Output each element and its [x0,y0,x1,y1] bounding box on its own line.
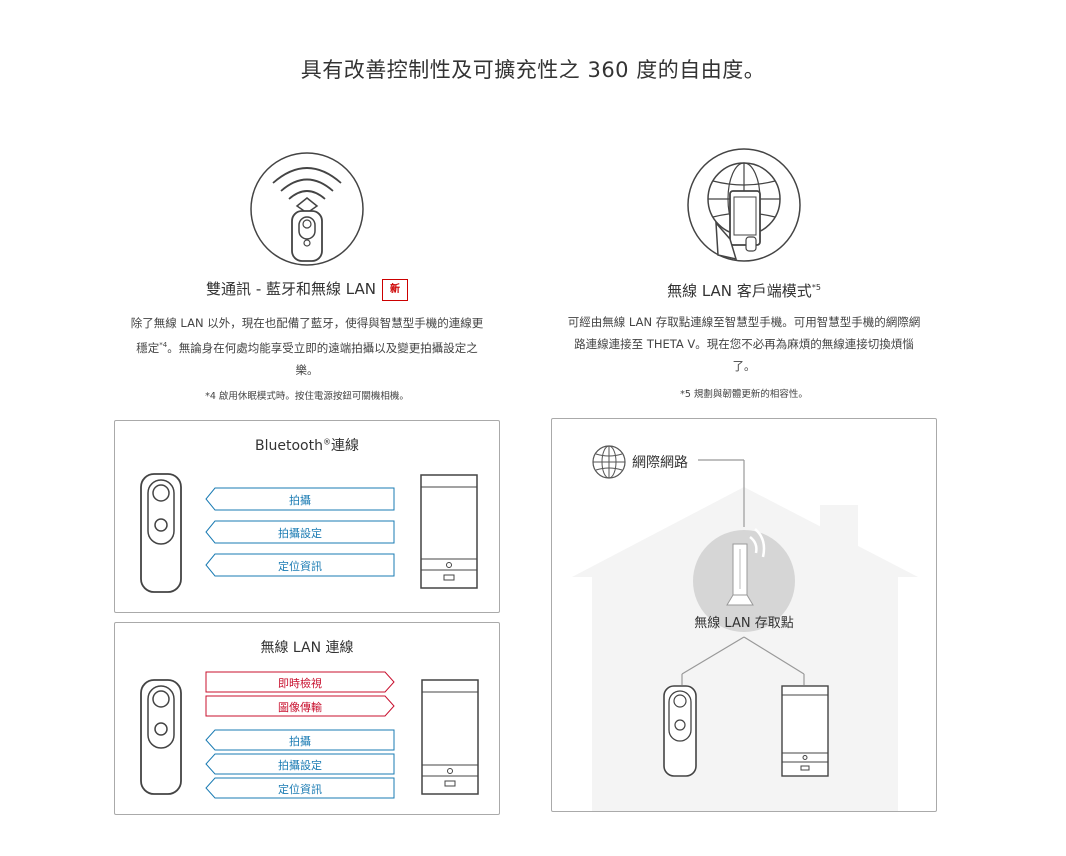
wlan-red-item-label: 即時檢視 [278,677,322,690]
wlan-red-item-label: 圖像傳輸 [278,701,322,714]
smartphone-icon [421,679,479,795]
globe-phone-icon [687,148,801,262]
desc-line: 除了無線 LAN 以外，現在也配備了藍牙，使得與智慧型手機的連線更 [130,316,484,330]
bluetooth-box: Bluetooth®連線 拍攝 拍攝設定 定位資訊 [114,420,500,613]
desc-line: 可經由無線 LAN 存取點連線至智慧型手機。可用智慧型手機的網際網 [567,315,921,329]
wlan-box-title: 無線 LAN 連線 [260,640,354,656]
arrow-location [205,553,395,577]
new-badge: 新 [381,278,408,301]
registered-mark: ® [322,437,331,447]
feature-title-client: 無線 LAN 客戶端模式*5 [551,280,937,301]
bt-item-label: 拍攝 [289,494,311,507]
desc-line: 樂。 [295,362,319,377]
feature-desc-client: 可經由無線 LAN 存取點連線至智慧型手機。可用智慧型手機的網際網 路連線連接至… [538,311,950,377]
desc-line: 穩定*4。無論身在何處均能享受立即的遠端拍攝以及變更拍攝設定之 [100,334,514,359]
camera-icon [663,685,697,777]
access-point-label: 無線 LAN 存取點 [694,616,794,631]
footnote-marker: *5 [811,283,821,292]
arrow-location [205,777,395,799]
feature-desc-dual: 除了無線 LAN 以外，現在也配備了藍牙，使得與智慧型手機的連線更 穩定*4。無… [100,312,514,381]
smartphone-icon [781,685,829,777]
desc-line: 了。 [732,359,756,373]
arrow-shooting [205,487,395,511]
feature-title-text: 雙通訊 - 藍牙和無線 LAN [206,280,376,298]
arrow-shooting-settings [205,520,395,544]
globe-icon [592,445,626,479]
client-mode-box: 網際網路 無線 LAN 存取點 [551,418,937,812]
bt-item-label: 拍攝設定 [278,527,322,540]
bluetooth-box-title: Bluetooth®連線 [115,435,499,455]
wlan-blue-item-label: 拍攝設定 [278,759,322,772]
desc-line: 路連線連接至 THETA V。現在您不必再為麻煩的無線連接切換煩惱 [574,337,914,351]
camera-icon [140,473,182,593]
feature-title-dual: 雙通訊 - 藍牙和無線 LAN 新 [114,278,500,301]
arrow-shooting-settings [205,753,395,775]
internet-label: 網際網路 [632,455,688,471]
feature-title-text: 無線 LAN 客戶端模式 [667,282,812,300]
camera-icon [140,679,182,795]
wlan-box: 無線 LAN 連線 即時檢視 圖像傳輸 拍攝 拍攝設定 定位資訊 [114,622,500,815]
box-title-suffix: 連線 [330,438,359,454]
footnote-4: *4 啟用休眠模式時。按住電源按鈕可關機相機。 [205,391,409,402]
wlan-blue-item-label: 拍攝 [289,735,311,748]
wlan-blue-item-label: 定位資訊 [278,783,322,796]
smartphone-icon [420,474,478,589]
page-title: 具有改善控制性及可擴充性之 360 度的自由度。 [300,58,766,82]
arrow-live-view [205,671,395,693]
footnote-marker: *4 [159,341,168,349]
arrow-image-transfer [205,695,395,717]
wifi-camera-icon [250,152,364,266]
house-illustration [572,459,918,811]
desc-text: 。無論身在何處均能享受立即的遠端拍攝以及變更拍攝設定之 [167,340,478,355]
footnote-5: *5 規劃與韌體更新的相容性。 [680,389,808,400]
bt-item-label: 定位資訊 [278,560,322,573]
box-title-text: Bluetooth [255,438,323,454]
arrow-shooting [205,729,395,751]
desc-text: 穩定 [136,340,160,355]
